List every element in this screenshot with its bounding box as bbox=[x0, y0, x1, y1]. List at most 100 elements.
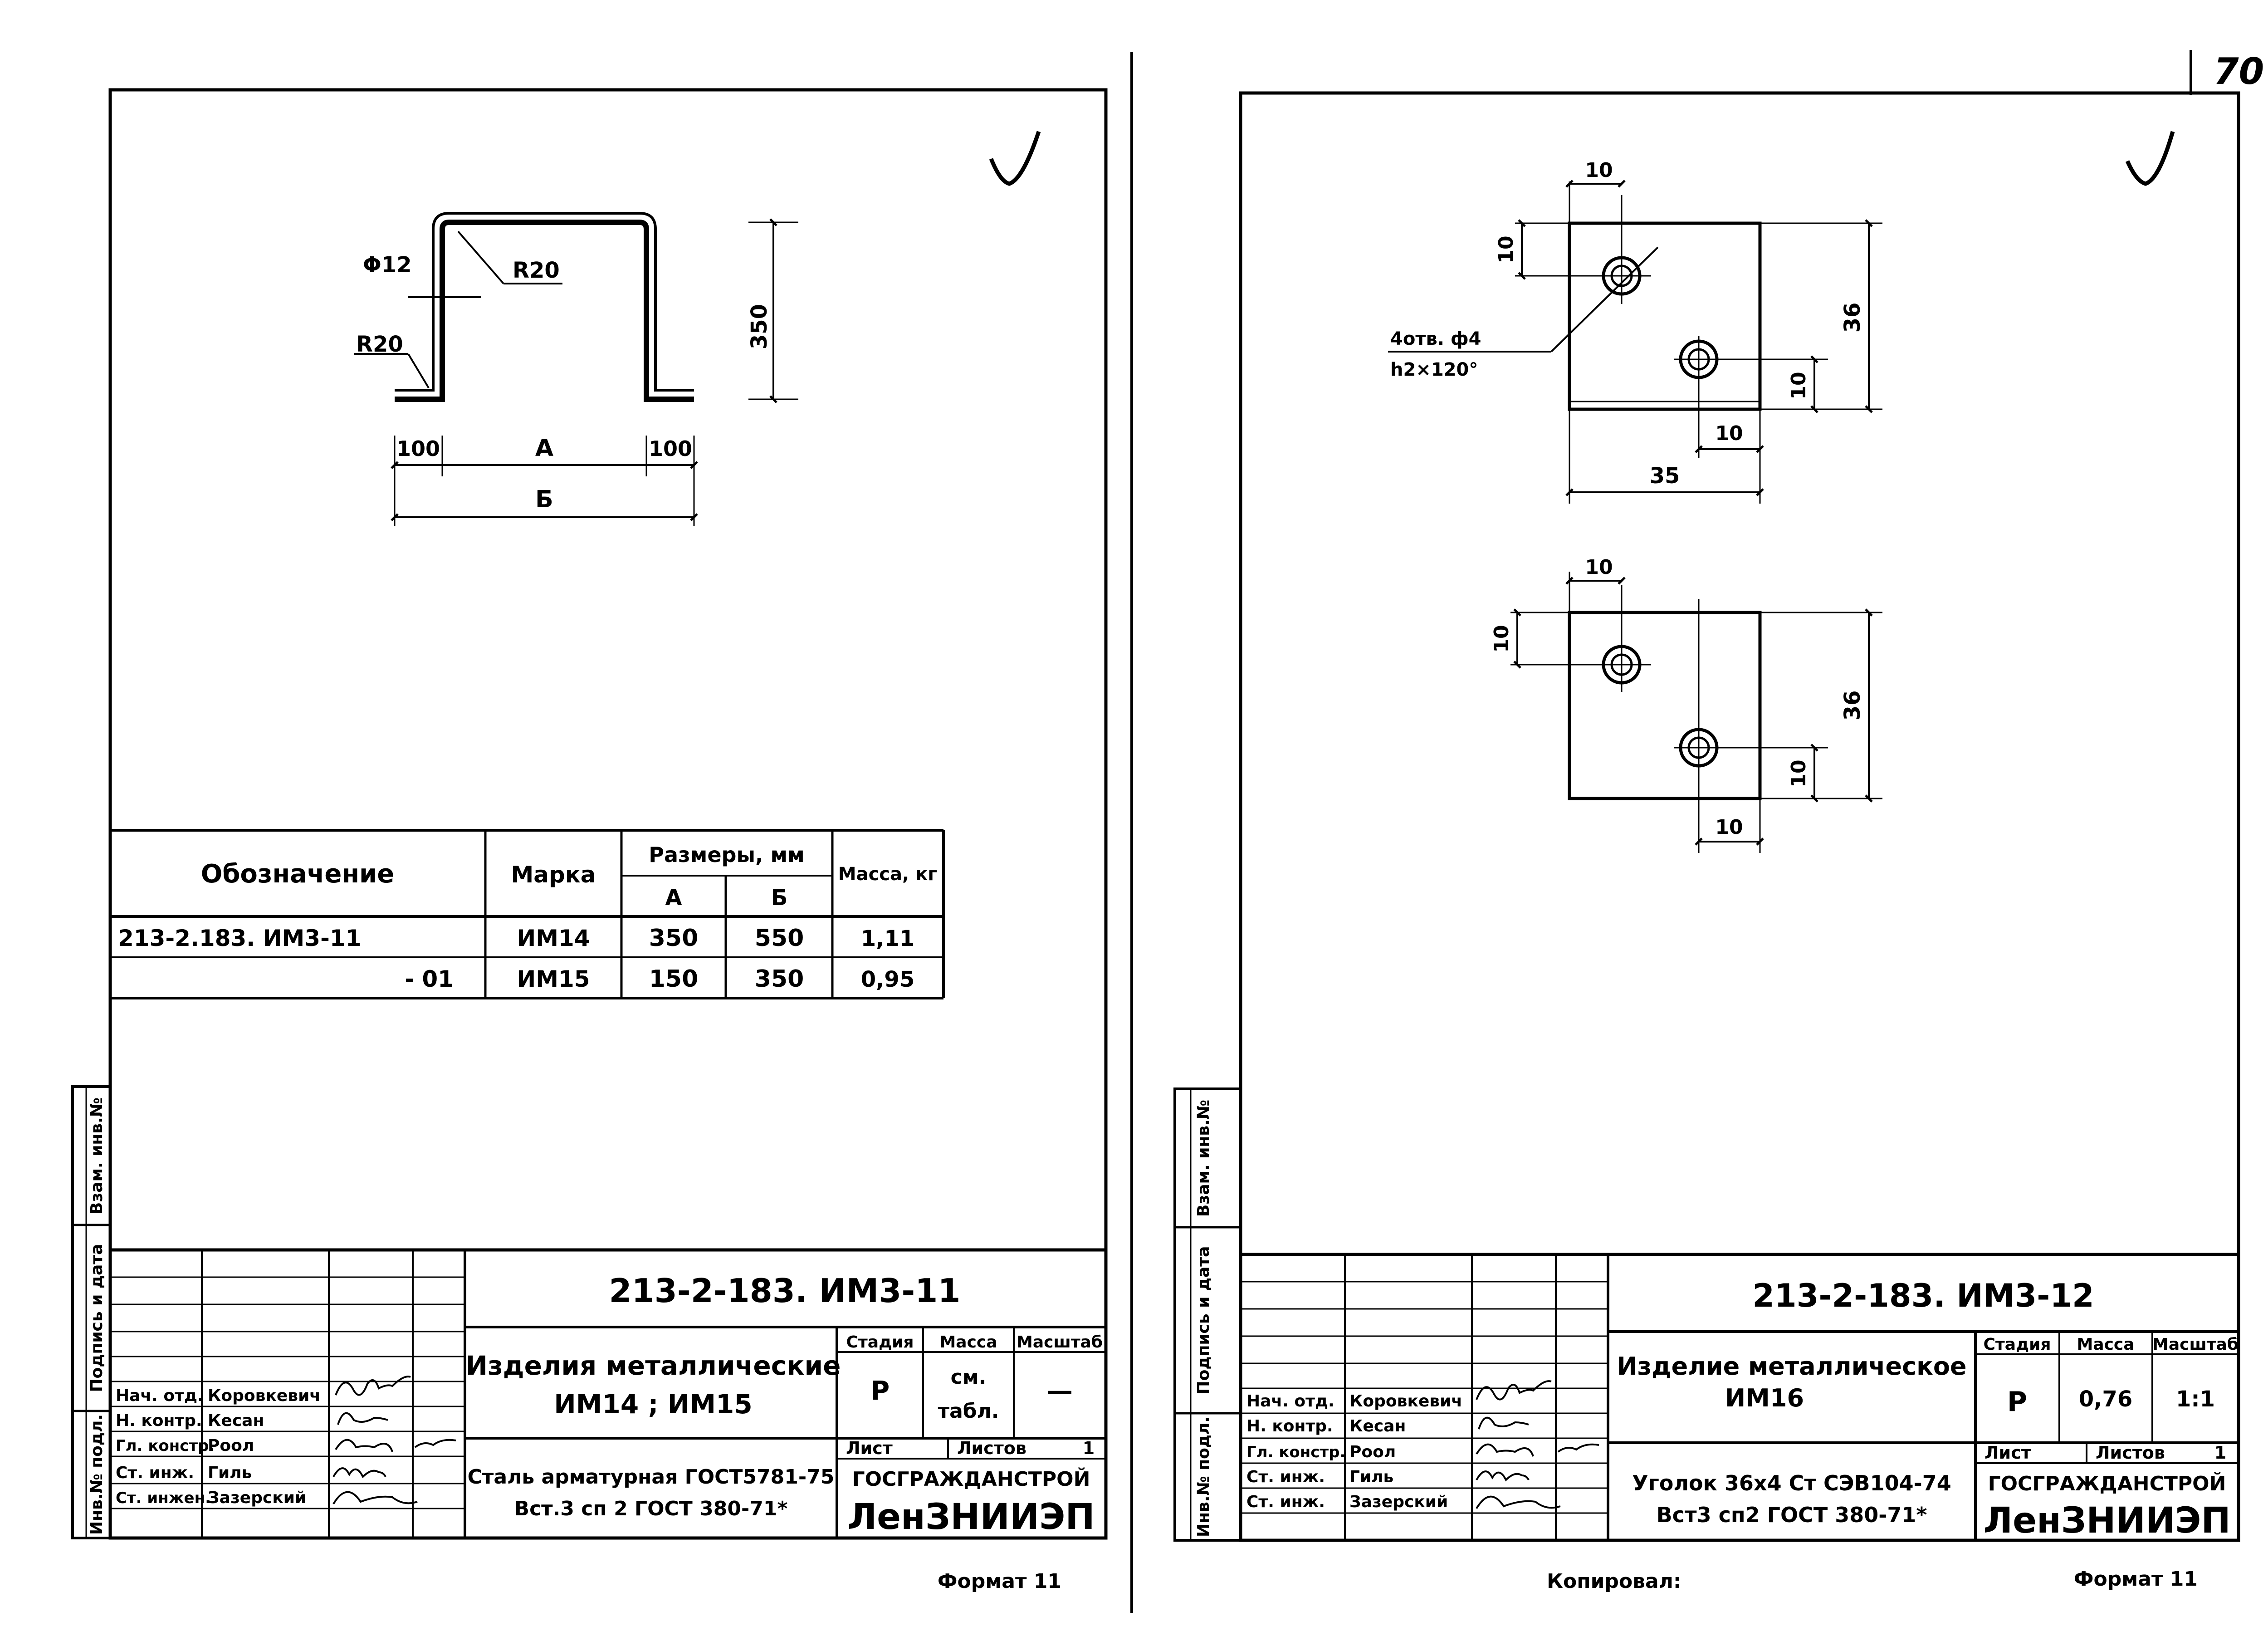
left-staff-role-2: Н. контр. bbox=[116, 1411, 202, 1430]
plate-top-dim-width: 35 bbox=[1650, 463, 1680, 489]
right-staff-role-2: Н. контр. bbox=[1246, 1417, 1333, 1435]
left-strip-sign: Подпись и дата bbox=[88, 1244, 106, 1392]
signature-icon bbox=[335, 1376, 411, 1396]
spec-row2-a: 150 bbox=[649, 965, 699, 993]
dim-radius-top: R20 bbox=[513, 258, 560, 283]
copied-label: Копировал: bbox=[1547, 1570, 1681, 1593]
signature-icon bbox=[332, 1491, 418, 1505]
signature-icon bbox=[1476, 1470, 1530, 1482]
dim-b: Б bbox=[535, 486, 553, 513]
spec-row2-mass: 0,95 bbox=[861, 967, 914, 992]
spec-header-designation: Обозначение bbox=[201, 859, 395, 889]
right-scale: 1:1 bbox=[2176, 1386, 2215, 1412]
plate-top-holes-2: h2×120° bbox=[1390, 359, 1478, 380]
plate-bottom-dim-left: 10 bbox=[1490, 625, 1513, 652]
left-staff-role-4: Ст. инж. bbox=[116, 1464, 194, 1482]
spec-header-sizes: Размеры, мм bbox=[649, 843, 805, 867]
right-material-2: Вст3 сп2 ГОСТ 380-71* bbox=[1657, 1503, 1927, 1527]
dim-side-right: 100 bbox=[649, 436, 692, 461]
check-mark-icon bbox=[2125, 131, 2175, 186]
left-sheet: Φ12 R20 R20 350 100 А 100 Б bbox=[71, 88, 1108, 1593]
plate-bottom: 10 10 36 10 10 bbox=[1490, 556, 1882, 853]
dim-side-left: 100 bbox=[396, 436, 440, 461]
spec-header-mark: Марка bbox=[511, 862, 596, 888]
signature-icon bbox=[1476, 1495, 1561, 1509]
right-strip-vzam: Взам. инв.№ bbox=[1194, 1100, 1213, 1217]
spec-row1-mark: ИМ14 bbox=[517, 925, 590, 951]
left-stage-label: Стадия bbox=[846, 1333, 914, 1352]
right-format: Формат 11 bbox=[2074, 1568, 2198, 1591]
dim-height: 350 bbox=[747, 304, 772, 349]
left-staff-role-1: Нач. отд. bbox=[116, 1386, 204, 1405]
left-sheets-count: 1 bbox=[1083, 1438, 1095, 1458]
right-stage: Р bbox=[2007, 1386, 2027, 1418]
spec-header-a: А bbox=[665, 885, 682, 911]
right-org-2: ЛенЗНИИЭП bbox=[1983, 1500, 2230, 1541]
left-material-2: Вст.3 сп 2 ГОСТ 380-71* bbox=[514, 1497, 788, 1520]
plate-top-dim-left: 10 bbox=[1495, 235, 1518, 263]
right-side-strip: Взам. инв.№ Подпись и дата Инв.№ подл. bbox=[1173, 1087, 1242, 1542]
dim-a: А bbox=[535, 435, 553, 462]
signature-icon bbox=[1476, 1443, 1599, 1457]
right-sheet: 10 10 36 10 10 35 4отв. bbox=[1173, 91, 2240, 1593]
right-material-1: Уголок 36х4 Ст СЭВ104-74 bbox=[1632, 1471, 1951, 1495]
left-product-name-1: Изделия металлические bbox=[466, 1350, 841, 1381]
right-mass-label: Масса bbox=[2077, 1335, 2134, 1354]
plate-bottom-dim-height: 36 bbox=[1840, 691, 1865, 721]
right-mass: 0,76 bbox=[2079, 1386, 2132, 1412]
right-scale-label: Масштаб bbox=[2152, 1335, 2239, 1354]
signature-icon bbox=[332, 1467, 386, 1479]
right-sheets-label: Листов bbox=[2096, 1443, 2165, 1463]
right-staff-role-5: Ст. инж. bbox=[1246, 1493, 1325, 1511]
dim-diameter: Φ12 bbox=[363, 252, 412, 278]
right-org-1: ГОСГРАЖДАНСТРОЙ bbox=[1988, 1471, 2226, 1495]
left-stage: Р bbox=[870, 1375, 890, 1406]
plate-top: 10 10 36 10 10 35 4отв. bbox=[1388, 159, 1882, 504]
left-staff-name-4: Гиль bbox=[208, 1464, 252, 1482]
left-side-strip: Взам. инв.№ Подпись и дата Инв.№ подл. bbox=[71, 1085, 112, 1539]
spec-row1-designation: 213-2.183. ИМ3-11 bbox=[118, 925, 361, 951]
right-stage-label: Стадия bbox=[1984, 1335, 2051, 1354]
left-staff-role-5: Ст. инжен. bbox=[116, 1489, 211, 1507]
left-strip-inv: Инв.№ подл. bbox=[88, 1414, 106, 1535]
right-sheets-count: 1 bbox=[2214, 1443, 2226, 1463]
left-format: Формат 11 bbox=[938, 1570, 1061, 1593]
right-staff-role-1: Нач. отд. bbox=[1246, 1392, 1334, 1411]
plate-top-dim-right-small: 10 bbox=[1787, 372, 1810, 399]
spec-header-b: Б bbox=[771, 885, 788, 911]
right-staff-role-3: Гл. констр. bbox=[1246, 1443, 1345, 1461]
left-org-1: ГОСГРАЖДАНСТРОЙ bbox=[852, 1467, 1090, 1491]
left-scale: — bbox=[1046, 1375, 1073, 1406]
signature-icon bbox=[1478, 1416, 1529, 1430]
right-product-name-2: ИМ16 bbox=[1725, 1384, 1804, 1412]
signature-icon bbox=[337, 1412, 388, 1425]
plate-top-dim-height: 36 bbox=[1840, 303, 1865, 333]
left-org-2: ЛенЗНИИЭП bbox=[847, 1497, 1095, 1538]
right-staff-name-1: Коровкевич bbox=[1349, 1392, 1462, 1411]
left-mass-2: табл. bbox=[938, 1400, 999, 1423]
spec-header-mass: Масса, кг bbox=[838, 864, 937, 885]
plate-bottom-dim-bottom-small: 10 bbox=[1715, 816, 1743, 839]
left-staff-name-3: Роол bbox=[208, 1436, 254, 1455]
signature-icon bbox=[335, 1439, 456, 1452]
page-number: 70 bbox=[2214, 50, 2264, 93]
signature-icon bbox=[1476, 1380, 1552, 1401]
check-mark-icon bbox=[989, 131, 1041, 186]
left-staff-role-3: Гл. констр. bbox=[116, 1437, 215, 1455]
spec-row2-mark: ИМ15 bbox=[517, 966, 590, 992]
left-staff-name-5: Зазерский bbox=[208, 1489, 306, 1507]
right-sheet-label: Лист bbox=[1984, 1443, 2031, 1463]
left-staff-name-1: Коровкевич bbox=[208, 1386, 321, 1405]
left-scale-label: Масштаб bbox=[1017, 1333, 1103, 1352]
plate-top-dim-bottom-small: 10 bbox=[1715, 422, 1743, 445]
left-staff-name-2: Кесан bbox=[208, 1411, 264, 1430]
spec-row2-designation: - 01 bbox=[405, 966, 454, 992]
right-staff-name-3: Роол bbox=[1349, 1443, 1396, 1461]
left-mass-label: Масса bbox=[939, 1333, 997, 1352]
plate-bottom-dim-right-small: 10 bbox=[1787, 759, 1810, 787]
left-sheet-label: Лист bbox=[846, 1438, 893, 1458]
left-sheets-label: Листов bbox=[957, 1438, 1026, 1458]
right-staff-name-2: Кесан bbox=[1349, 1417, 1406, 1435]
left-mass-1: см. bbox=[951, 1366, 987, 1389]
